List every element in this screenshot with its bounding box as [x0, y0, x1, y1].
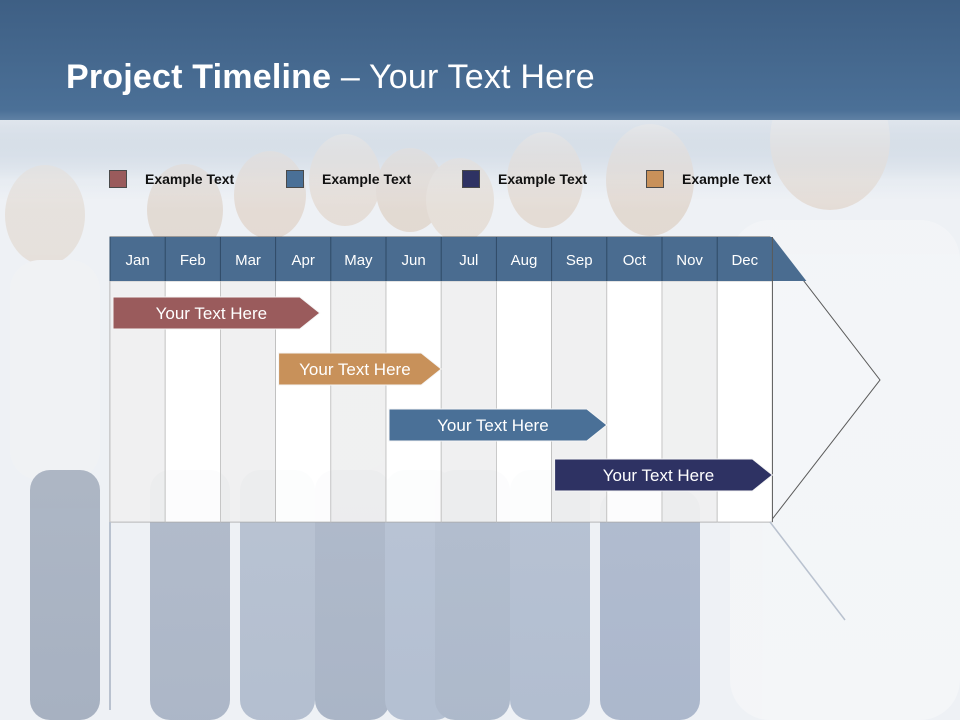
- legend-label-3: Example Text: [498, 171, 588, 187]
- month-column-jul: [440, 280, 497, 523]
- page-title-bold: Project Timeline: [66, 58, 332, 96]
- month-label-aug: Aug: [511, 252, 538, 269]
- task-bar-3: [388, 408, 608, 442]
- month-column-aug: [495, 280, 552, 523]
- task-bar-label-2: Your Text Here: [299, 360, 411, 379]
- legend-swatch-2: [286, 170, 304, 188]
- month-label-jun: Jun: [402, 252, 426, 269]
- task-bar-4: [554, 458, 774, 492]
- month-label-apr: Apr: [292, 252, 315, 269]
- task-bar-2: [278, 352, 443, 386]
- legend-swatch-4: [646, 170, 664, 188]
- legend-label-2: Example Text: [322, 171, 412, 187]
- shadow-line-diagonal: [769, 521, 846, 621]
- legend-item-4: Example Text: [646, 170, 771, 188]
- month-label-dec: Dec: [731, 252, 758, 269]
- month-header-strip: [110, 237, 807, 281]
- task-bar-label-1: Your Text Here: [156, 304, 268, 323]
- month-label-jan: Jan: [126, 252, 150, 269]
- month-label-nov: Nov: [676, 252, 703, 269]
- task-bar-label-3: Your Text Here: [437, 416, 549, 435]
- task-bar-1: [112, 296, 321, 330]
- month-label-sep: Sep: [566, 252, 593, 269]
- legend-swatch-1: [109, 170, 127, 188]
- month-label-oct: Oct: [623, 252, 647, 269]
- legend-item-3: Example Text: [462, 170, 587, 188]
- month-label-mar: Mar: [235, 252, 261, 269]
- legend-label-1: Example Text: [145, 171, 235, 187]
- month-column-jun: [385, 280, 442, 523]
- legend-label-4: Example Text: [682, 171, 772, 187]
- page-title: Project Timeline – Your Text Here: [66, 58, 595, 97]
- page-title-rest: – Your Text Here: [331, 58, 595, 96]
- month-label-feb: Feb: [180, 252, 206, 269]
- legend-item-1: Example Text: [109, 170, 234, 188]
- legend-item-2: Example Text: [286, 170, 411, 188]
- legend-swatch-3: [462, 170, 480, 188]
- month-label-jul: Jul: [459, 252, 478, 269]
- legend: Example Text Example Text Example Text E…: [0, 170, 960, 194]
- month-label-may: May: [344, 252, 373, 269]
- task-bar-label-4: Your Text Here: [603, 466, 715, 485]
- month-column-may: [330, 280, 387, 523]
